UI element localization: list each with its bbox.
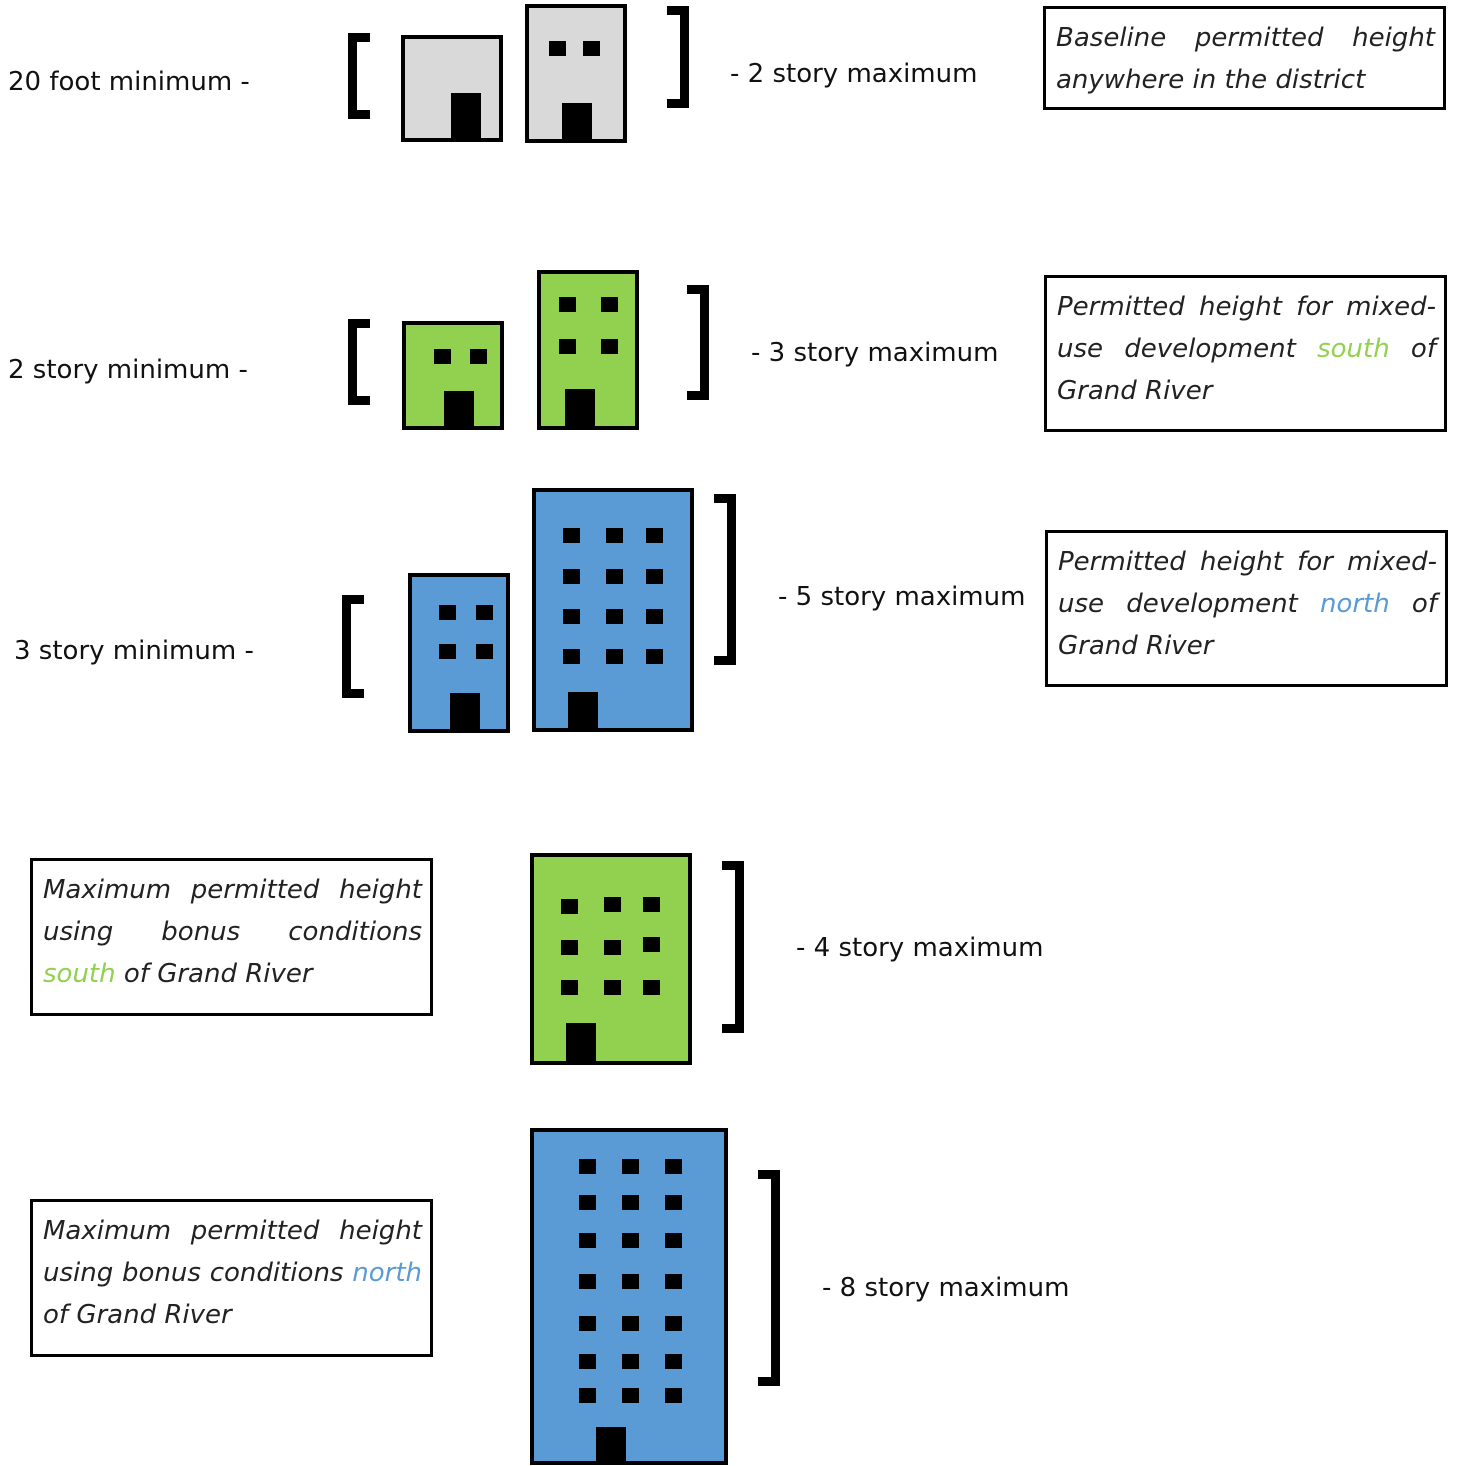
south-note-pre: Permitted height for mixed-use developme…: [1057, 292, 1436, 364]
blue-building-small-icon: [408, 573, 510, 733]
north-min-bracket: [342, 595, 364, 698]
bonus-north-max-bracket: [758, 1170, 780, 1386]
bonus-south-note-post: of Grand River: [115, 959, 313, 989]
north-max-label: - 5 story maximum: [778, 582, 1026, 612]
gray-building-small-icon: [401, 35, 503, 142]
north-max-bracket: [714, 494, 736, 665]
south-min-label: 2 story minimum -: [8, 355, 248, 385]
bonus-south-max-label: - 4 story maximum: [796, 933, 1044, 963]
baseline-max-bracket: [667, 6, 689, 108]
north-note-post: of Grand River: [1058, 589, 1437, 661]
north-min-label: 3 story minimum -: [14, 636, 254, 666]
south-note-post: of Grand River: [1057, 334, 1436, 406]
green-building-bonus-icon: [530, 853, 692, 1065]
south-note-highlight: south: [1317, 334, 1390, 364]
blue-building-tall-icon: [532, 488, 694, 732]
north-note-highlight: north: [1319, 589, 1390, 619]
baseline-max-label: - 2 story maximum: [730, 59, 978, 89]
bonus-north-note-pre: Maximum permitted height using bonus con…: [43, 1216, 422, 1288]
bonus-north-note: Maximum permitted height using bonus con…: [30, 1199, 433, 1357]
south-max-label: - 3 story maximum: [751, 338, 999, 368]
green-building-small-icon: [402, 321, 504, 430]
bonus-north-note-highlight: north: [352, 1258, 422, 1288]
blue-building-bonus-icon: [530, 1128, 728, 1465]
baseline-note-text: Baseline permitted height anywhere in th…: [1056, 23, 1435, 95]
bonus-south-max-bracket: [722, 861, 744, 1033]
green-building-tall-icon: [537, 270, 639, 430]
bonus-south-note: Maximum permitted height using bonus con…: [30, 858, 433, 1016]
south-max-bracket: [687, 285, 709, 400]
south-note: Permitted height for mixed-use developme…: [1044, 275, 1447, 432]
north-note: Permitted height for mixed-use developme…: [1045, 530, 1448, 687]
bonus-south-note-highlight: south: [43, 959, 116, 989]
south-min-bracket: [348, 319, 370, 405]
baseline-min-bracket: [348, 33, 370, 119]
gray-building-tall-icon: [525, 4, 627, 143]
bonus-south-note-pre: Maximum permitted height using bonus con…: [43, 875, 422, 947]
north-note-pre: Permitted height for mixed-use developme…: [1058, 547, 1437, 619]
bonus-north-max-label: - 8 story maximum: [822, 1273, 1070, 1303]
baseline-min-label: 20 foot minimum -: [8, 67, 250, 97]
bonus-north-note-post: of Grand River: [43, 1300, 232, 1330]
baseline-note: Baseline permitted height anywhere in th…: [1043, 6, 1446, 110]
